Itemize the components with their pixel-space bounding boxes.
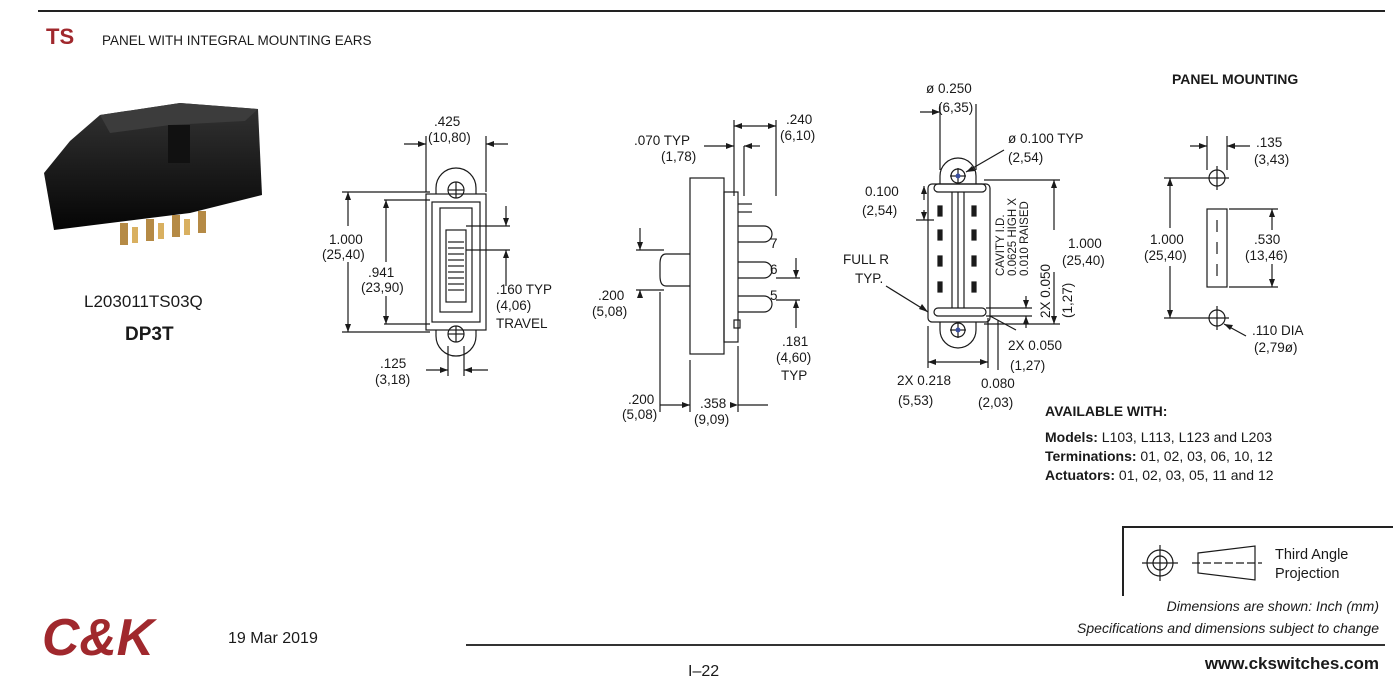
side-spacing-in: .181 (782, 334, 808, 349)
series-code: TS (46, 24, 75, 49)
panel-mounting-view (1164, 136, 1278, 337)
cutout-width-mm: (5,53) (898, 393, 933, 408)
cutout-boss-dia: ø 0.250 (926, 81, 972, 96)
mount-height-mm: (25,40) (1144, 248, 1187, 263)
front-inner-mm: (23,90) (361, 280, 404, 295)
front-width-in: .425 (434, 114, 460, 129)
side-pitch-in: .070 TYP (634, 133, 690, 148)
availability-actuators: Actuators: 01, 02, 03, 05, 11 and 12 (1045, 467, 1274, 483)
cutout-boss-dia-mm: (6,35) (938, 100, 973, 115)
cutout-typ: TYP. (855, 271, 883, 286)
side-pin-6: 6 (770, 262, 778, 277)
page-number: I–22 (688, 663, 720, 680)
cutout-offset-in: 0.080 (981, 376, 1015, 391)
bottom-rule (466, 644, 1385, 646)
side-pinlen-mm: (6,10) (780, 128, 815, 143)
product-photo (44, 103, 262, 245)
cutout-hole-dia-mm: (2,54) (1008, 150, 1043, 165)
dimensions-note: Dimensions are shown: Inch (mm) (1166, 598, 1379, 614)
models-label: Models: (1045, 429, 1098, 445)
side-pinlen-in: .240 (786, 112, 812, 127)
cutout-cavity-3: 0.010 RAISED (1019, 201, 1031, 276)
actuators-value: 01, 02, 03, 05, 11 and 12 (1118, 467, 1274, 483)
side-base-in: .200 (628, 392, 654, 407)
publish-date: 19 Mar 2019 (228, 630, 318, 647)
mount-dia-mm: (2,79ø) (1254, 340, 1298, 355)
front-travel-label: TRAVEL (496, 316, 548, 331)
panel-cutout-view (885, 104, 1060, 370)
mount-height-in: 1.000 (1150, 232, 1184, 247)
cutout-vert-mm: (1,27) (1060, 283, 1075, 318)
pole-configuration: DP3T (125, 324, 174, 345)
cutout-offset-mm: (2,03) (978, 395, 1013, 410)
series-title: PANEL WITH INTEGRAL MOUNTING EARS (102, 33, 372, 48)
availability-title: AVAILABLE WITH: (1045, 403, 1168, 419)
mount-slot-in: .530 (1254, 232, 1280, 247)
cutout-top-mm: (2,54) (862, 203, 897, 218)
part-number: L203011TS03Q (84, 292, 203, 311)
cutout-side-mm: (1,27) (1010, 358, 1045, 373)
side-actuator-mm: (5,08) (592, 304, 627, 319)
side-body-in: .358 (700, 396, 726, 411)
front-height-mm: (25,40) (322, 247, 365, 262)
front-travel-mm: (4,06) (496, 298, 531, 313)
cutout-height-in: 1.000 (1068, 236, 1102, 251)
mount-offset-mm: (3,43) (1254, 152, 1289, 167)
mount-slot-mm: (13,46) (1245, 248, 1288, 263)
side-pin-5: 5 (770, 288, 778, 303)
cutout-width-in: 2X 0.218 (897, 373, 951, 388)
side-pin-7: 7 (770, 236, 778, 251)
mount-offset-in: .135 (1256, 135, 1282, 150)
cutout-full-r: FULL R (843, 252, 889, 267)
mount-dia-in: .110 DIA (1252, 323, 1304, 338)
cutout-top-in: 0.100 (865, 184, 899, 199)
side-spacing-mm: (4,60) (776, 350, 811, 365)
cutout-cavity-2: 0.0625 HIGH X (1007, 198, 1019, 276)
specifications-note: Specifications and dimensions subject to… (1077, 620, 1379, 636)
terminations-label: Terminations: (1045, 448, 1137, 464)
side-base-mm: (5,08) (622, 407, 657, 422)
side-body-mm: (9,09) (694, 412, 729, 427)
projection-box (1122, 526, 1393, 596)
cutout-cavity-1: CAVITY I.D. (995, 214, 1007, 276)
cutout-height-mm: (25,40) (1062, 253, 1105, 268)
front-width-mm: (10,80) (428, 130, 471, 145)
front-height-in: 1.000 (329, 232, 363, 247)
models-value: L103, L113, L123 and L203 (1101, 429, 1273, 445)
side-spacing-typ: TYP (781, 368, 807, 383)
side-actuator-in: .200 (598, 288, 624, 303)
front-hole-in: .125 (380, 356, 406, 371)
projection-line-2: Projection (1275, 566, 1340, 582)
projection-label: Third Angle Projection (1275, 546, 1348, 584)
cutout-hole-dia: ø 0.100 TYP (1008, 131, 1084, 146)
front-travel-in: .160 TYP (496, 282, 552, 297)
terminations-value: 01, 02, 03, 06, 10, 12 (1140, 448, 1273, 464)
panel-mounting-title: PANEL MOUNTING (1172, 71, 1299, 87)
side-pitch-mm: (1,78) (661, 149, 696, 164)
website-link[interactable]: www.ckswitches.com (1204, 654, 1379, 673)
front-inner-in: .941 (368, 265, 394, 280)
availability-terminations: Terminations: 01, 02, 03, 06, 10, 12 (1045, 448, 1273, 464)
projection-symbol (1142, 545, 1262, 581)
top-rule (38, 10, 1385, 12)
ck-logo: C&K (42, 609, 157, 663)
actuators-label: Actuators: (1045, 467, 1116, 483)
projection-line-1: Third Angle (1275, 547, 1349, 563)
front-view (342, 136, 510, 376)
availability-models: Models: L103, L113, L123 and L203 (1045, 429, 1272, 445)
cutout-vert-in: 2X 0.050 (1038, 264, 1053, 318)
logo-text: C&K (42, 609, 157, 663)
cutout-side-in: 2X 0.050 (1008, 338, 1062, 353)
front-hole-mm: (3,18) (375, 372, 410, 387)
